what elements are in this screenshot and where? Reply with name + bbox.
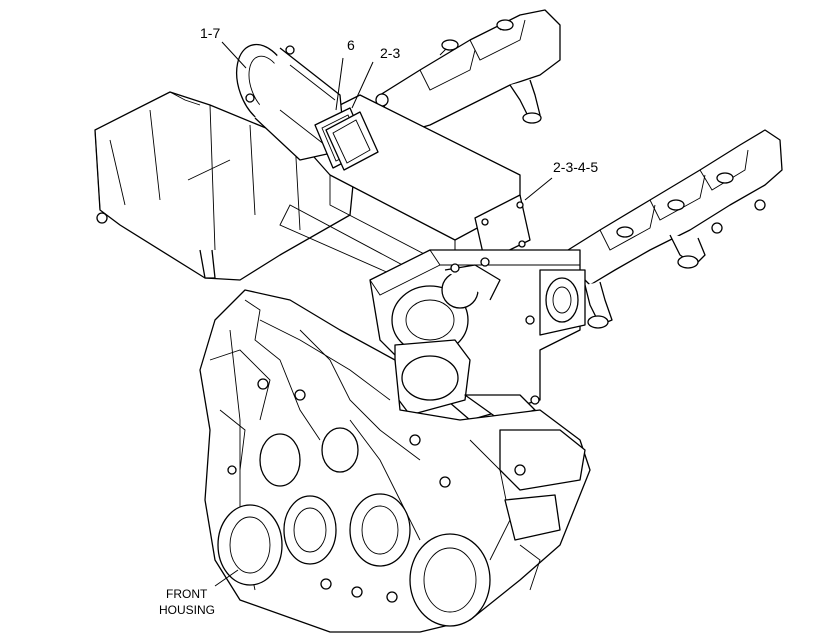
callout-leader-lines [214, 41, 553, 587]
callout-1-7: 1-7 [200, 25, 221, 41]
front-housing-block [199, 289, 591, 633]
turbo-housing [369, 249, 586, 421]
callout-6: 6 [347, 37, 355, 53]
label-front: FRONT [166, 587, 208, 601]
callout-2-3: 2-3 [380, 45, 401, 61]
callout-2-3-4-5: 2-3-4-5 [553, 159, 599, 175]
upper-right-manifold [375, 9, 561, 136]
cover-plate [474, 194, 531, 264]
gasket-plate [314, 107, 379, 171]
lower-right-manifold [559, 129, 783, 329]
label-housing: HOUSING [159, 603, 216, 617]
